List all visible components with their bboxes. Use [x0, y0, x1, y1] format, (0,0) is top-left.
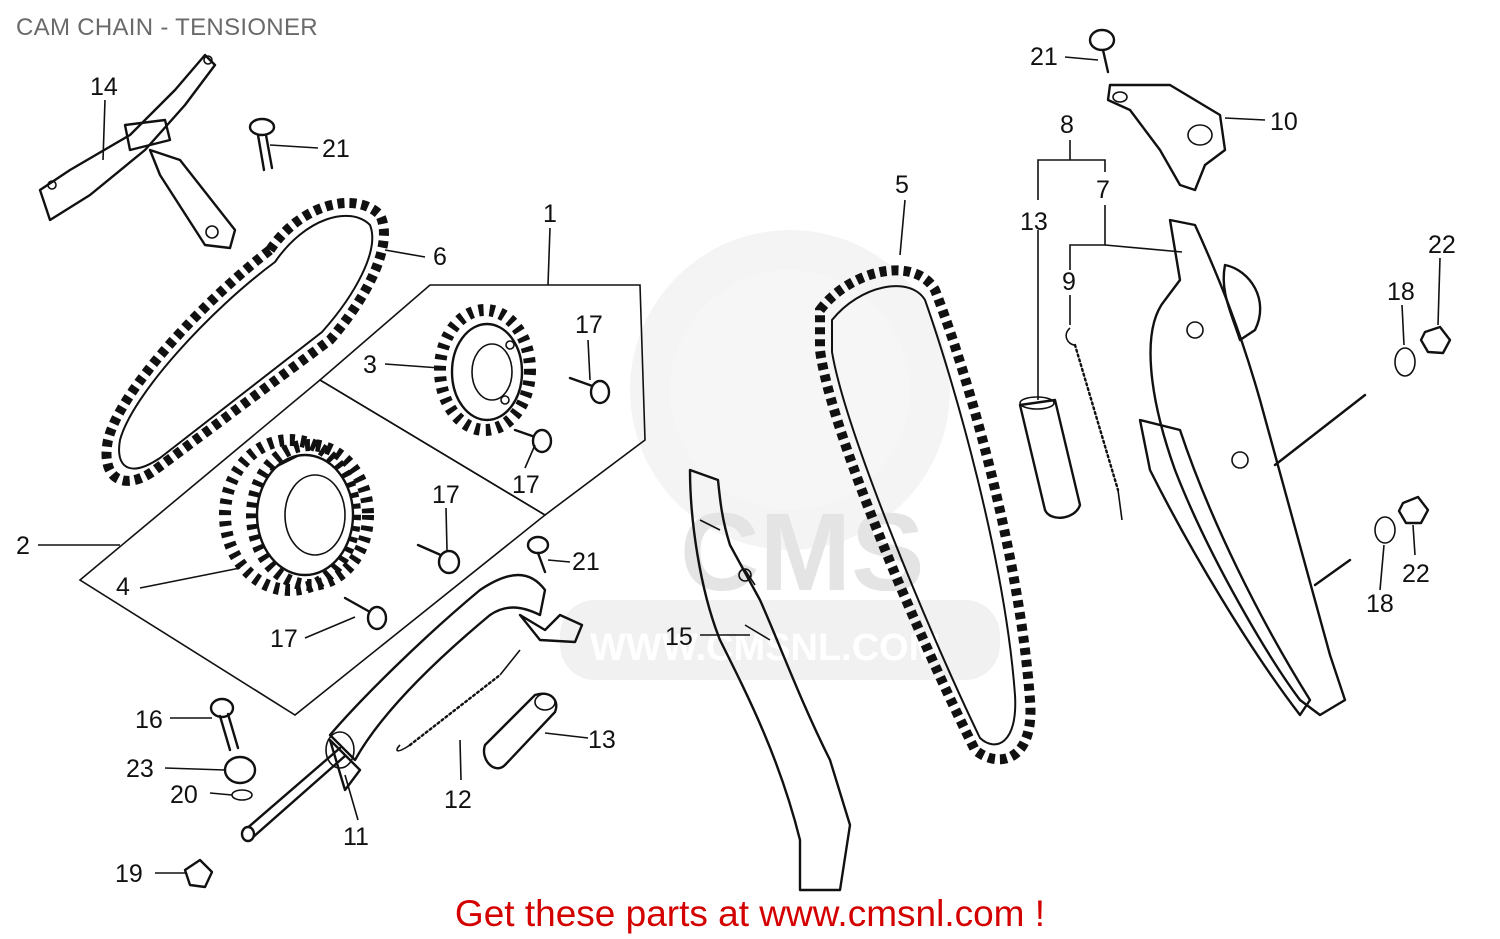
part-21-bolt-middle [526, 535, 550, 574]
callout-21-top-left: 21 [322, 135, 350, 163]
callout-17-b: 17 [512, 471, 540, 499]
callout-17-d: 17 [270, 625, 298, 653]
callout-numbers: 14 21 6 1 3 17 17 2 4 17 21 17 16 23 20 … [16, 43, 1456, 888]
callout-2: 2 [16, 532, 30, 560]
callout-12: 12 [444, 786, 472, 814]
callout-16: 16 [135, 706, 163, 734]
callout-19: 19 [115, 860, 143, 888]
callout-22-upper: 22 [1428, 231, 1456, 259]
callout-3: 3 [363, 351, 377, 379]
part-17-bolts [343, 376, 611, 631]
part-15-chain-guide [688, 468, 852, 892]
callout-20: 20 [170, 781, 198, 809]
part-13-sleeve-right [1018, 396, 1082, 519]
callout-8: 8 [1060, 111, 1074, 139]
part-22-nut-upper [1419, 325, 1452, 355]
callout-11: 11 [343, 823, 369, 851]
callout-18-upper: 18 [1387, 278, 1415, 306]
part-3-sprocket [434, 304, 536, 436]
part-6-cam-chain-left [101, 197, 389, 486]
callout-21-middle: 21 [572, 548, 600, 576]
part-20-washer [231, 789, 253, 801]
part-16-bolt [209, 697, 240, 752]
leader-lines [38, 56, 1441, 874]
callout-13-right: 13 [1020, 208, 1048, 236]
part-11-tensioner-arm [240, 573, 584, 843]
watermark-url: WWW.CMSNL.COM [590, 627, 940, 669]
callout-10: 10 [1270, 108, 1298, 136]
diagram-title: CAM CHAIN - TENSIONER [16, 14, 318, 41]
part-5-cam-chain-center [815, 265, 1036, 765]
callout-17-c: 17 [432, 481, 460, 509]
part-23-nut [223, 755, 257, 785]
part-14-chain-guide-bracket [38, 53, 237, 250]
callout-6: 6 [433, 243, 447, 271]
part-18-washer-upper [1394, 347, 1416, 377]
part-10-bracket [1106, 83, 1227, 192]
kit-outline-2 [78, 379, 547, 716]
callout-1: 1 [543, 200, 557, 228]
callout-14: 14 [90, 73, 118, 101]
callout-9: 9 [1062, 268, 1076, 296]
part-4-double-sprocket [219, 434, 374, 596]
callout-17-a: 17 [575, 311, 603, 339]
footer-parts-link[interactable]: Get these parts at www.cmsnl.com ! [454, 893, 1046, 934]
callout-7: 7 [1096, 176, 1110, 204]
callout-4: 4 [116, 573, 130, 601]
callout-15: 15 [665, 623, 693, 651]
part-18-washer-lower [1374, 516, 1396, 544]
callout-21-top-right: 21 [1030, 43, 1058, 71]
part-7-tensioner-assembly [1138, 218, 1367, 717]
callout-5: 5 [895, 171, 909, 199]
callout-22-lower: 22 [1402, 560, 1430, 588]
part-13-sleeve-lower [482, 692, 558, 770]
part-22-nut-lower [1397, 495, 1430, 525]
part-12-spring [396, 649, 521, 752]
watermark-logo: CMS [680, 491, 924, 614]
part-21-bolt-top-left [248, 117, 276, 172]
callout-13-lower: 13 [588, 726, 616, 754]
part-9-spring [1065, 327, 1123, 521]
part-19-cap [183, 858, 214, 889]
callout-18-lower: 18 [1366, 590, 1394, 618]
part-21-bolt-top-right [1088, 28, 1116, 74]
callout-23: 23 [126, 755, 154, 783]
